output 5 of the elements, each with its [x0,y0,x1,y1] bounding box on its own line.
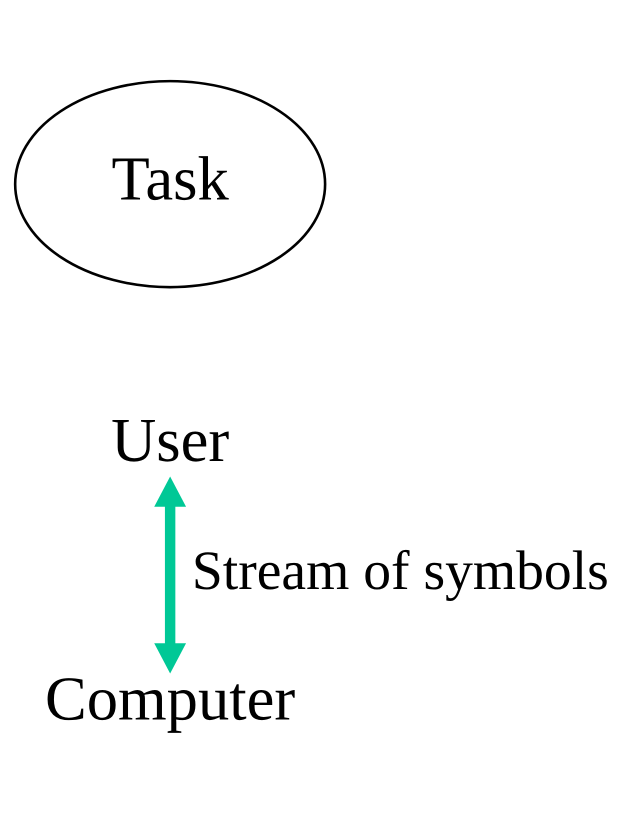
arrow [154,476,186,674]
node-text: User [111,404,230,474]
edge-label: Stream of symbols [192,539,609,602]
node-ellipse: Task [14,79,326,288]
node-text: Computer [45,663,296,734]
